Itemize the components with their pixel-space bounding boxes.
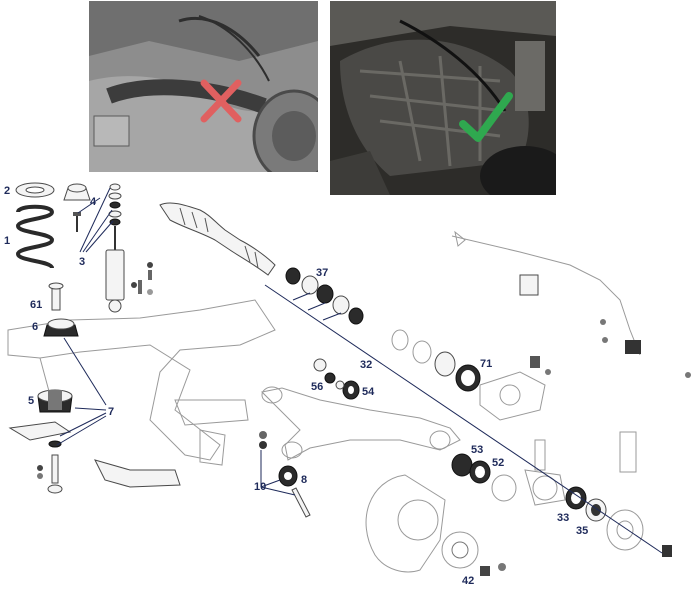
brake-backing-plate (365, 474, 479, 573)
hub-carrier (479, 356, 551, 421)
callout-2: 2 (4, 185, 10, 197)
callout-4: 4 (90, 196, 97, 208)
callout-61: 61 (30, 299, 42, 311)
callout-52: 52 (492, 457, 504, 469)
callout-42: 42 (462, 575, 474, 587)
callout-1: 1 (4, 235, 10, 247)
seal-35 (585, 498, 607, 522)
small-nut-42 (480, 563, 506, 576)
check-mark-icon (459, 92, 513, 142)
shock-absorber (105, 183, 153, 313)
callout-56: 56 (311, 381, 323, 393)
bracket-plate (8, 421, 72, 494)
drive-flange (606, 509, 672, 557)
callout-37: 37 (316, 267, 328, 279)
wheel-bearing-pair (451, 453, 517, 502)
stud-bolt (48, 282, 64, 311)
cross-mark-icon (200, 79, 242, 123)
bump-stop (63, 183, 91, 232)
mounting-bracket (94, 459, 181, 488)
callout-32: 32 (360, 359, 372, 371)
coil-spring (15, 182, 55, 270)
callout-10: 10 (254, 481, 266, 493)
callout-33: 33 (557, 512, 569, 524)
bushing-54 (342, 380, 360, 400)
callout-5: 5 (28, 395, 34, 407)
bushing-56 (313, 358, 345, 390)
rubber-mount-lower (37, 389, 73, 413)
rubber-mount-top (43, 318, 79, 337)
photo-correct-installation (330, 1, 556, 195)
anti-roll-bar (451, 230, 691, 378)
callout-leader-lines (56, 187, 663, 554)
bushing-8 (259, 431, 311, 518)
callout-71: 71 (480, 358, 492, 370)
hub-flange (524, 431, 637, 506)
rear-subframe (7, 299, 276, 466)
callout-3: 3 (79, 256, 85, 268)
callout-6: 6 (32, 321, 38, 333)
callout-53: 53 (471, 444, 483, 456)
callout-7: 7 (108, 406, 114, 418)
callout-labels: 1 2 3 4 5 6 7 8 10 32 33 35 37 42 52 53 … (4, 185, 588, 587)
callout-35: 35 (576, 525, 588, 537)
seal-33 (565, 486, 587, 510)
bearing-set-upper (285, 267, 481, 392)
callout-8: 8 (301, 474, 307, 486)
trailing-arm (260, 386, 461, 461)
callout-54: 54 (362, 386, 375, 398)
photo-incorrect-installation (89, 1, 318, 172)
driveshaft (159, 202, 276, 276)
